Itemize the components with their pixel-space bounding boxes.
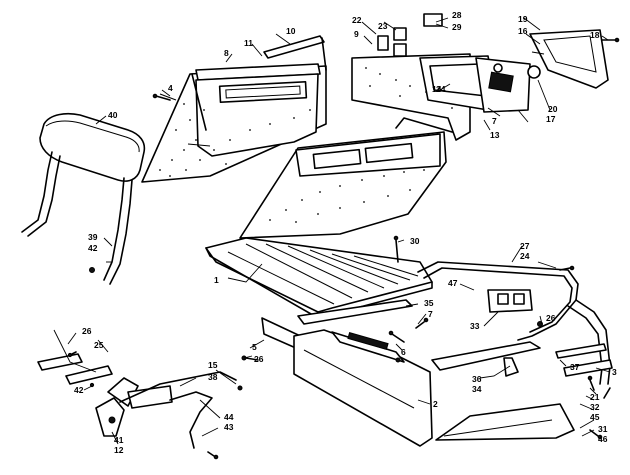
callout-41: 41 [114, 435, 124, 445]
label-23b [393, 43, 407, 57]
callout-1: 1 [214, 275, 219, 285]
left-side-panel [141, 35, 327, 183]
callout-24b: 24 [436, 84, 446, 94]
lower-skirt [435, 387, 611, 441]
callout-4: 4 [168, 83, 173, 93]
callout-6: 6 [401, 347, 406, 357]
callout-45: 45 [590, 412, 600, 422]
callout-labels: 1 2 3 4 5 6 7 7 8 9 10 11 12 13 14 15 16… [74, 10, 617, 455]
callout-24a: 24 [520, 251, 530, 261]
callout-26c: 26 [546, 313, 556, 323]
callout-5: 5 [252, 342, 257, 352]
callout-33: 33 [470, 321, 480, 331]
right-side-panel [239, 117, 453, 239]
callout-47: 47 [448, 278, 458, 288]
callout-39: 39 [88, 232, 98, 242]
callout-35: 35 [424, 298, 434, 308]
callout-44: 44 [224, 412, 234, 422]
callout-42a: 42 [88, 243, 98, 253]
light-cover [529, 29, 609, 89]
callout-7a: 7 [428, 309, 433, 319]
callout-40: 40 [108, 110, 118, 120]
callout-28: 28 [452, 10, 462, 20]
callout-21: 21 [590, 392, 600, 402]
callout-23: 23 [378, 21, 388, 31]
callout-10: 10 [286, 26, 296, 36]
callout-38: 38 [208, 372, 218, 382]
callout-37: 37 [570, 362, 580, 372]
rear-frame [417, 261, 613, 385]
callout-34: 34 [472, 384, 482, 394]
callout-16: 16 [518, 26, 528, 36]
callout-11: 11 [244, 38, 253, 48]
callout-32: 32 [590, 402, 600, 412]
callout-22: 22 [352, 15, 362, 25]
callout-19: 19 [518, 14, 528, 24]
callout-3: 3 [612, 367, 617, 377]
fasteners [67, 37, 620, 460]
callout-15: 15 [208, 360, 218, 370]
callout-7b: 7 [492, 116, 497, 126]
callout-18: 18 [590, 30, 600, 40]
callout-9: 9 [354, 29, 359, 39]
callout-27: 27 [520, 241, 530, 251]
callout-42b: 42 [74, 385, 84, 395]
callout-8: 8 [224, 48, 229, 58]
leader-lines [53, 17, 611, 445]
callout-29: 29 [452, 22, 462, 32]
callout-26b: 26 [254, 354, 264, 364]
tailgate-assembly [261, 299, 433, 447]
callout-20: 20 [548, 104, 558, 114]
callout-46: 46 [598, 434, 608, 444]
label-22 [377, 35, 389, 51]
callout-17: 17 [546, 114, 556, 124]
callout-14: 14 [432, 84, 442, 94]
label-23 [393, 27, 407, 41]
callout-13: 13 [490, 130, 500, 140]
latch-assembly [37, 353, 243, 449]
callout-2: 2 [433, 399, 438, 409]
callout-43: 43 [224, 422, 234, 432]
callout-25: 25 [94, 340, 104, 350]
label-28 [423, 13, 443, 27]
callout-12: 12 [114, 445, 124, 455]
cargo-floor [205, 237, 433, 319]
callout-30: 30 [410, 236, 420, 246]
callout-36: 36 [472, 374, 482, 384]
callout-26a: 26 [82, 326, 92, 336]
taillight-assembly [419, 55, 541, 113]
backrest-assembly [21, 112, 146, 285]
callout-31: 31 [598, 424, 608, 434]
